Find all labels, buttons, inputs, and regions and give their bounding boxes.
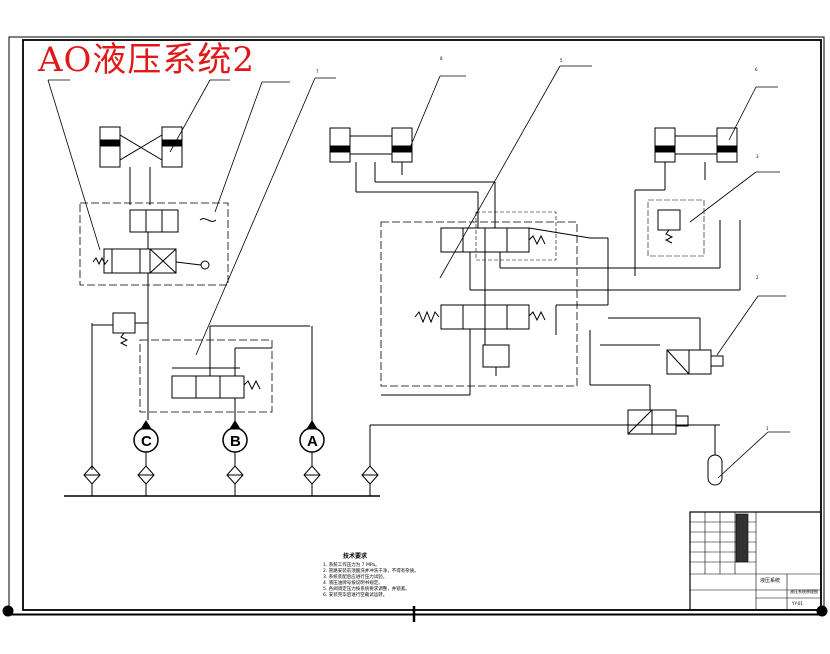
callout-6: 6: [755, 67, 758, 72]
drawing-title: AO液压系统2: [38, 40, 256, 80]
title-block-org: 液压系统原理图: [790, 588, 818, 594]
callout-numbers: 7 8 5 6 3 2 1: [316, 56, 769, 431]
central-valve-assembly: [380, 211, 608, 396]
technical-note: 2. 管路安装前须酸洗并冲洗干净，不得有杂质。: [323, 569, 419, 574]
corner-mark-right: [816, 605, 828, 617]
accumulator: [707, 425, 723, 486]
filters-and-tank-line: [64, 424, 720, 497]
callout-8: 8: [440, 56, 443, 61]
callout-leaders: [47, 65, 790, 479]
right-pipe-network: [555, 220, 741, 410]
pump-c: C: [133, 420, 159, 466]
corner-mark-left: [2, 605, 14, 617]
lower-center-valve-block: [139, 325, 310, 413]
technical-note: 4. 液压油牌号按说明书规定。: [323, 581, 383, 586]
svg-text:C: C: [141, 433, 152, 450]
callout-2: 2: [756, 275, 759, 280]
technical-notes-title: 技术要求: [343, 553, 368, 560]
inner-border: [22, 39, 822, 611]
technical-note: 1. 系统工作压力为 7 MPa。: [323, 563, 380, 568]
pump-a: A: [299, 326, 325, 466]
callout-5: 5: [560, 58, 563, 63]
right-solenoid-valve-upper: [666, 349, 724, 375]
callout-1: 1: [766, 426, 769, 431]
callout-7: 7: [316, 69, 319, 74]
outer-border: [8, 36, 825, 616]
pump-b: B: [222, 398, 248, 466]
right-solenoid-valve-lower: [627, 409, 689, 435]
svg-text:A: A: [307, 433, 318, 450]
callout-3: 3: [756, 154, 759, 159]
title-block-text: 液压系统 液压系统原理图 YY-01: [760, 577, 818, 606]
upper-center-cylinders: [329, 127, 496, 228]
left-cylinder-pair: [99, 126, 183, 205]
left-valve-block: [79, 202, 229, 420]
right-relief-valve: [647, 199, 705, 257]
technical-note: 5. 各阀调定压力按系统要求调整，并锁紧。: [323, 587, 410, 592]
upper-right-cylinders: [634, 127, 738, 276]
left-relief-valve: [91, 312, 148, 470]
title-block-grid: [689, 511, 822, 611]
technical-note: 3. 系统装配后应进行压力试验。: [323, 575, 388, 580]
technical-note: 6. 安装完毕后进行空载试运转。: [323, 593, 388, 598]
svg-text:B: B: [230, 433, 241, 450]
title-block-code: YY-01: [791, 601, 803, 606]
title-block-drawing-name: 液压系统: [760, 577, 780, 584]
